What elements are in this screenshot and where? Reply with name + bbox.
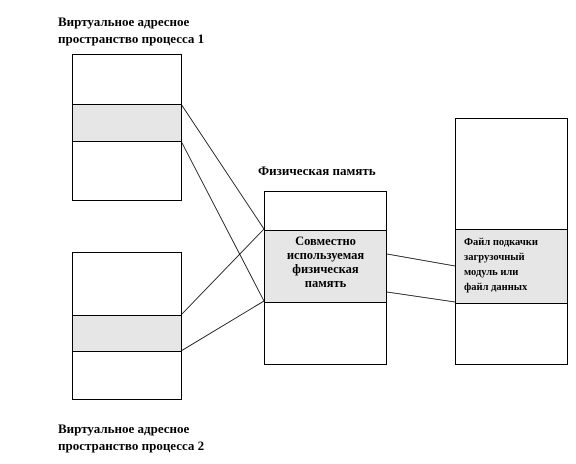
paging-file-line1: Файл подкачки bbox=[464, 237, 538, 248]
physical-memory-title: Физическая память bbox=[258, 163, 376, 178]
process2-label-line1: Виртуальное адресное bbox=[58, 421, 190, 436]
process1-address-space bbox=[72, 54, 182, 201]
paging-file-line2: загрузочный bbox=[464, 252, 525, 263]
p2-bottom-to-phys bbox=[180, 300, 265, 352]
paging-file-line3: модуль или bbox=[464, 267, 519, 278]
physical-shared-line4: память bbox=[304, 276, 347, 290]
paging-file: Файл подкачки загрузочный модуль или фай… bbox=[455, 118, 568, 365]
process2-label: Виртуальное адресное пространство процес… bbox=[58, 420, 204, 454]
paging-file-line4: файл данных bbox=[464, 282, 528, 293]
physical-shared-label: Совместно используемая физическая память bbox=[265, 234, 386, 290]
process2-label-line2: пространство процесса 2 bbox=[58, 438, 205, 453]
p2-top-to-phys bbox=[180, 228, 265, 316]
physical-memory: Совместно используемая физическая память bbox=[264, 191, 387, 365]
physical-shared-region: Совместно используемая физическая память bbox=[265, 230, 386, 303]
process2-shared-region bbox=[73, 315, 181, 352]
paging-file-label: Файл подкачки загрузочный модуль или фай… bbox=[464, 235, 563, 295]
phys-top-to-file bbox=[386, 253, 456, 267]
p1-bottom-to-phys bbox=[180, 140, 265, 302]
process1-label: Виртуальное адресное пространство процес… bbox=[58, 13, 204, 47]
physical-shared-line3: физическая bbox=[292, 262, 359, 276]
process2-address-space bbox=[72, 252, 182, 400]
process1-shared-region bbox=[73, 104, 181, 142]
phys-bottom-to-file bbox=[386, 291, 456, 303]
process1-label-line1: Виртуальное адресное bbox=[58, 14, 190, 29]
physical-shared-line1: Совместно bbox=[295, 234, 356, 248]
physical-shared-line2: используемая bbox=[286, 248, 365, 262]
process1-label-line2: пространство процесса 1 bbox=[58, 31, 205, 46]
paging-file-region: Файл подкачки загрузочный модуль или фай… bbox=[456, 229, 567, 304]
p1-top-to-phys bbox=[180, 103, 265, 230]
